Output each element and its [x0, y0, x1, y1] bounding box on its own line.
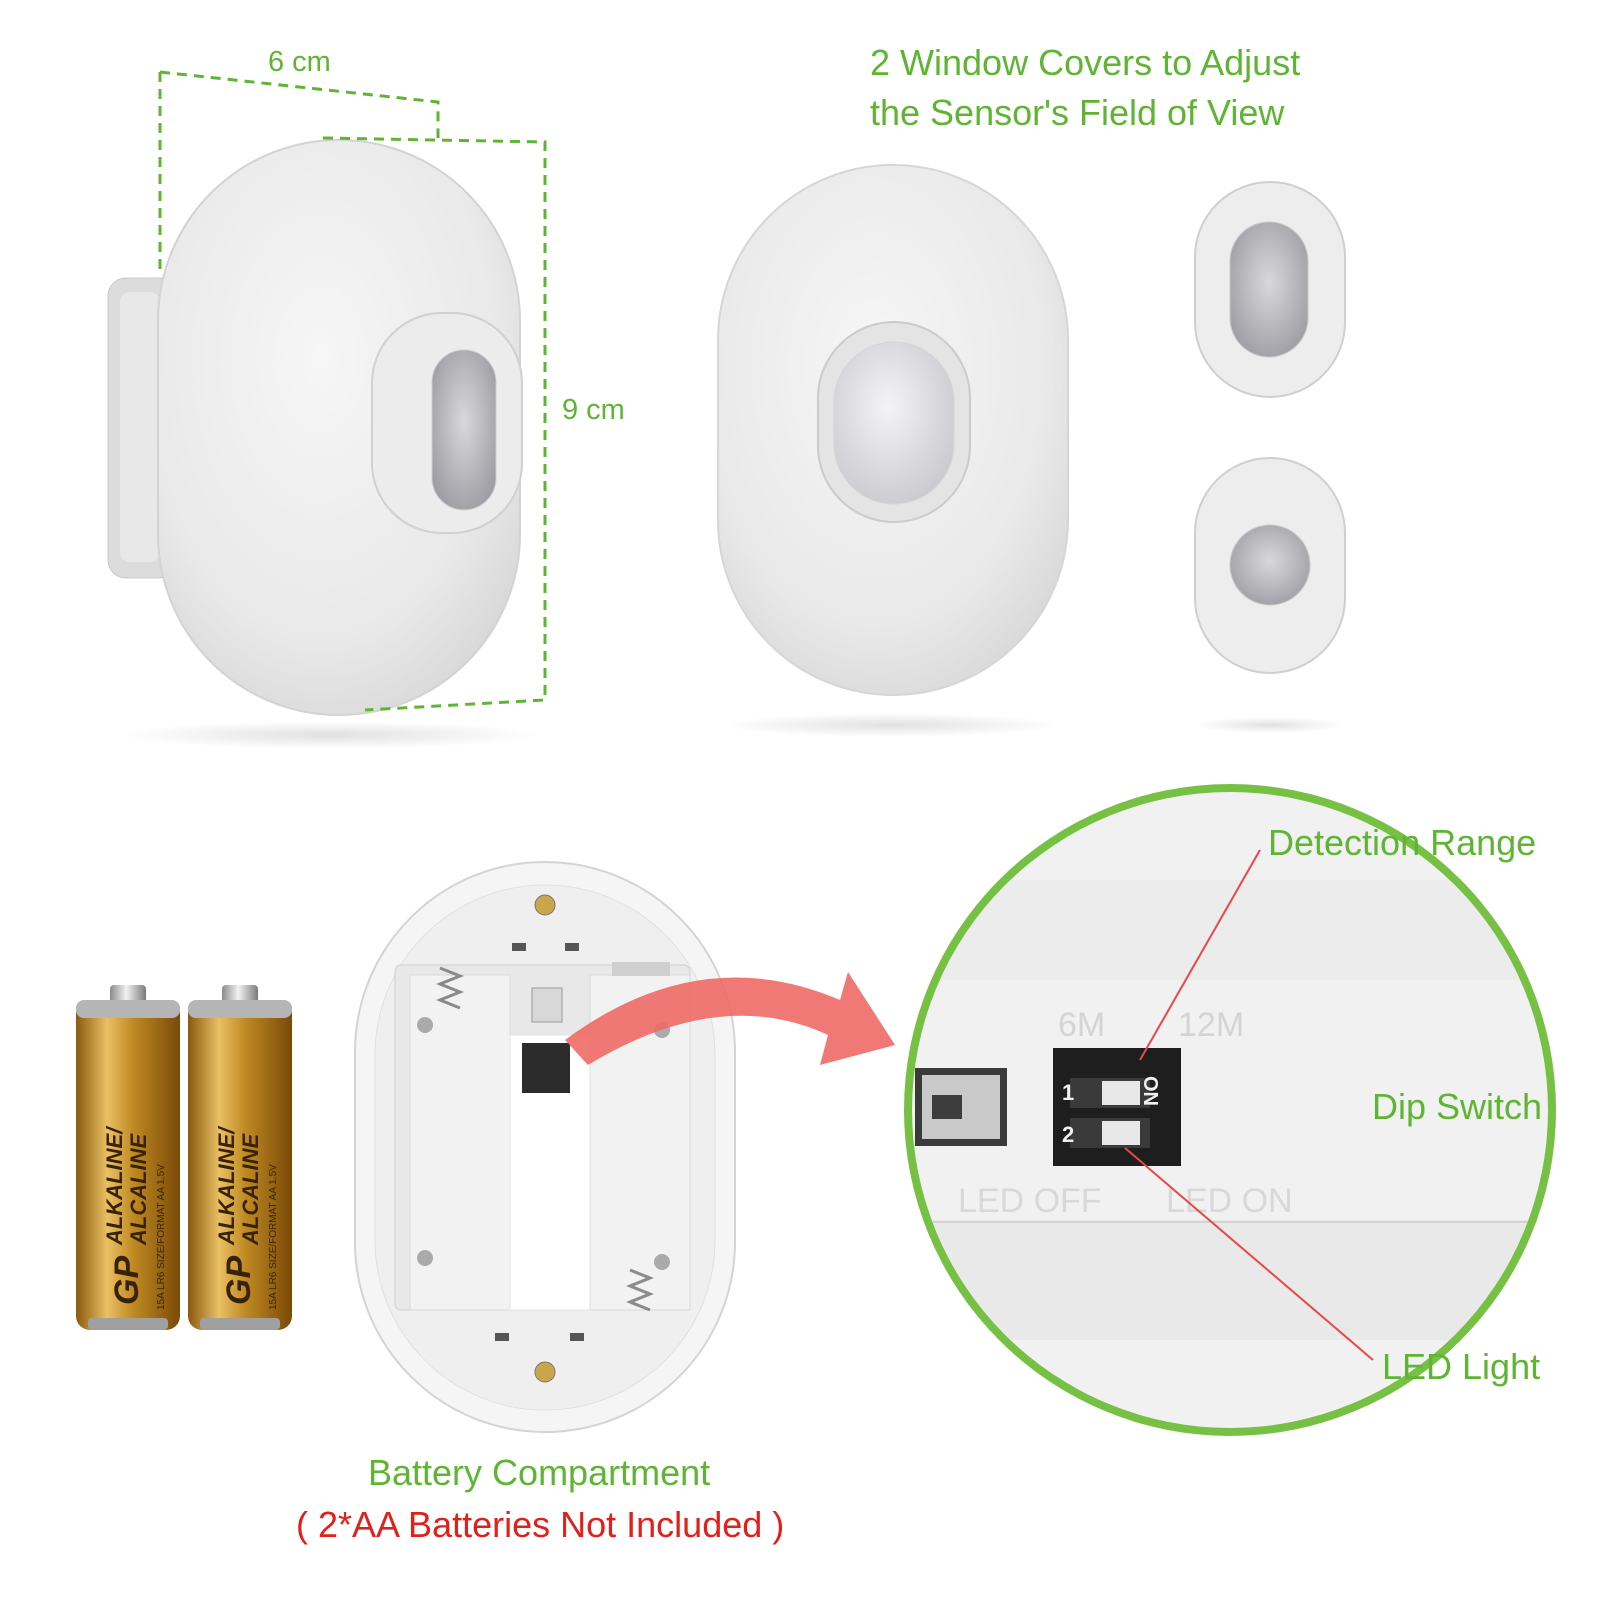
battery-2-brand: GP: [220, 1256, 258, 1305]
width-dimension-label: 6 cm: [268, 46, 331, 78]
battery-1-brand: GP: [108, 1256, 146, 1305]
dip-switch-callout: Dip Switch: [1372, 1086, 1543, 1127]
detection-range-callout: Detection Range: [1268, 822, 1537, 863]
window-cover-round: [1194, 457, 1346, 733]
detection-range-leader: [1139, 849, 1261, 1061]
sensor-front-view: [717, 164, 1069, 737]
battery-compartment: [354, 861, 736, 1433]
switch-2-label: 2: [1062, 1122, 1074, 1147]
led-light-callout: LED Light: [1382, 1346, 1541, 1387]
battery-1-fine-print: 15A LR6 SIZE/FORMAT AA 1.5V: [156, 1164, 167, 1310]
range-6m-label: 6M: [1058, 1006, 1105, 1044]
window-covers-caption-line2: the Sensor's Field of View: [870, 92, 1285, 133]
battery-2: [188, 985, 292, 1330]
window-cover-slot: [1194, 181, 1346, 398]
battery-2-line1: ALKALINE/: [214, 1125, 239, 1246]
zoom-arrow: [565, 972, 895, 1065]
battery-2-line2: ALCALINE: [238, 1132, 263, 1246]
led-light-leader: [1124, 1147, 1374, 1361]
range-12m-label: 12M: [1178, 1006, 1244, 1044]
height-dimension-label: 9 cm: [562, 394, 625, 426]
batteries-not-included-note: ( 2*AA Batteries Not Included ): [296, 1504, 785, 1545]
window-covers-caption-line1: 2 Window Covers to Adjust: [870, 42, 1301, 83]
switch-1-label: 1: [1062, 1080, 1074, 1105]
battery-1-line1: ALKALINE/: [102, 1125, 127, 1246]
led-on-label: LED ON: [1166, 1182, 1293, 1220]
sensor-side-view: [107, 70, 547, 749]
width-dimension-line: [159, 70, 440, 138]
battery-1: [76, 985, 180, 1330]
height-dimension-line: [322, 136, 547, 712]
dip-switch-closeup: [904, 784, 1556, 1436]
switch-on-label: ON: [1139, 1076, 1161, 1106]
battery-1-line2: ALCALINE: [126, 1132, 151, 1246]
led-off-label: LED OFF: [958, 1182, 1102, 1220]
battery-compartment-caption: Battery Compartment: [368, 1452, 711, 1493]
battery-2-fine-print: 15A LR6 SIZE/FORMAT AA 1.5V: [268, 1164, 279, 1310]
